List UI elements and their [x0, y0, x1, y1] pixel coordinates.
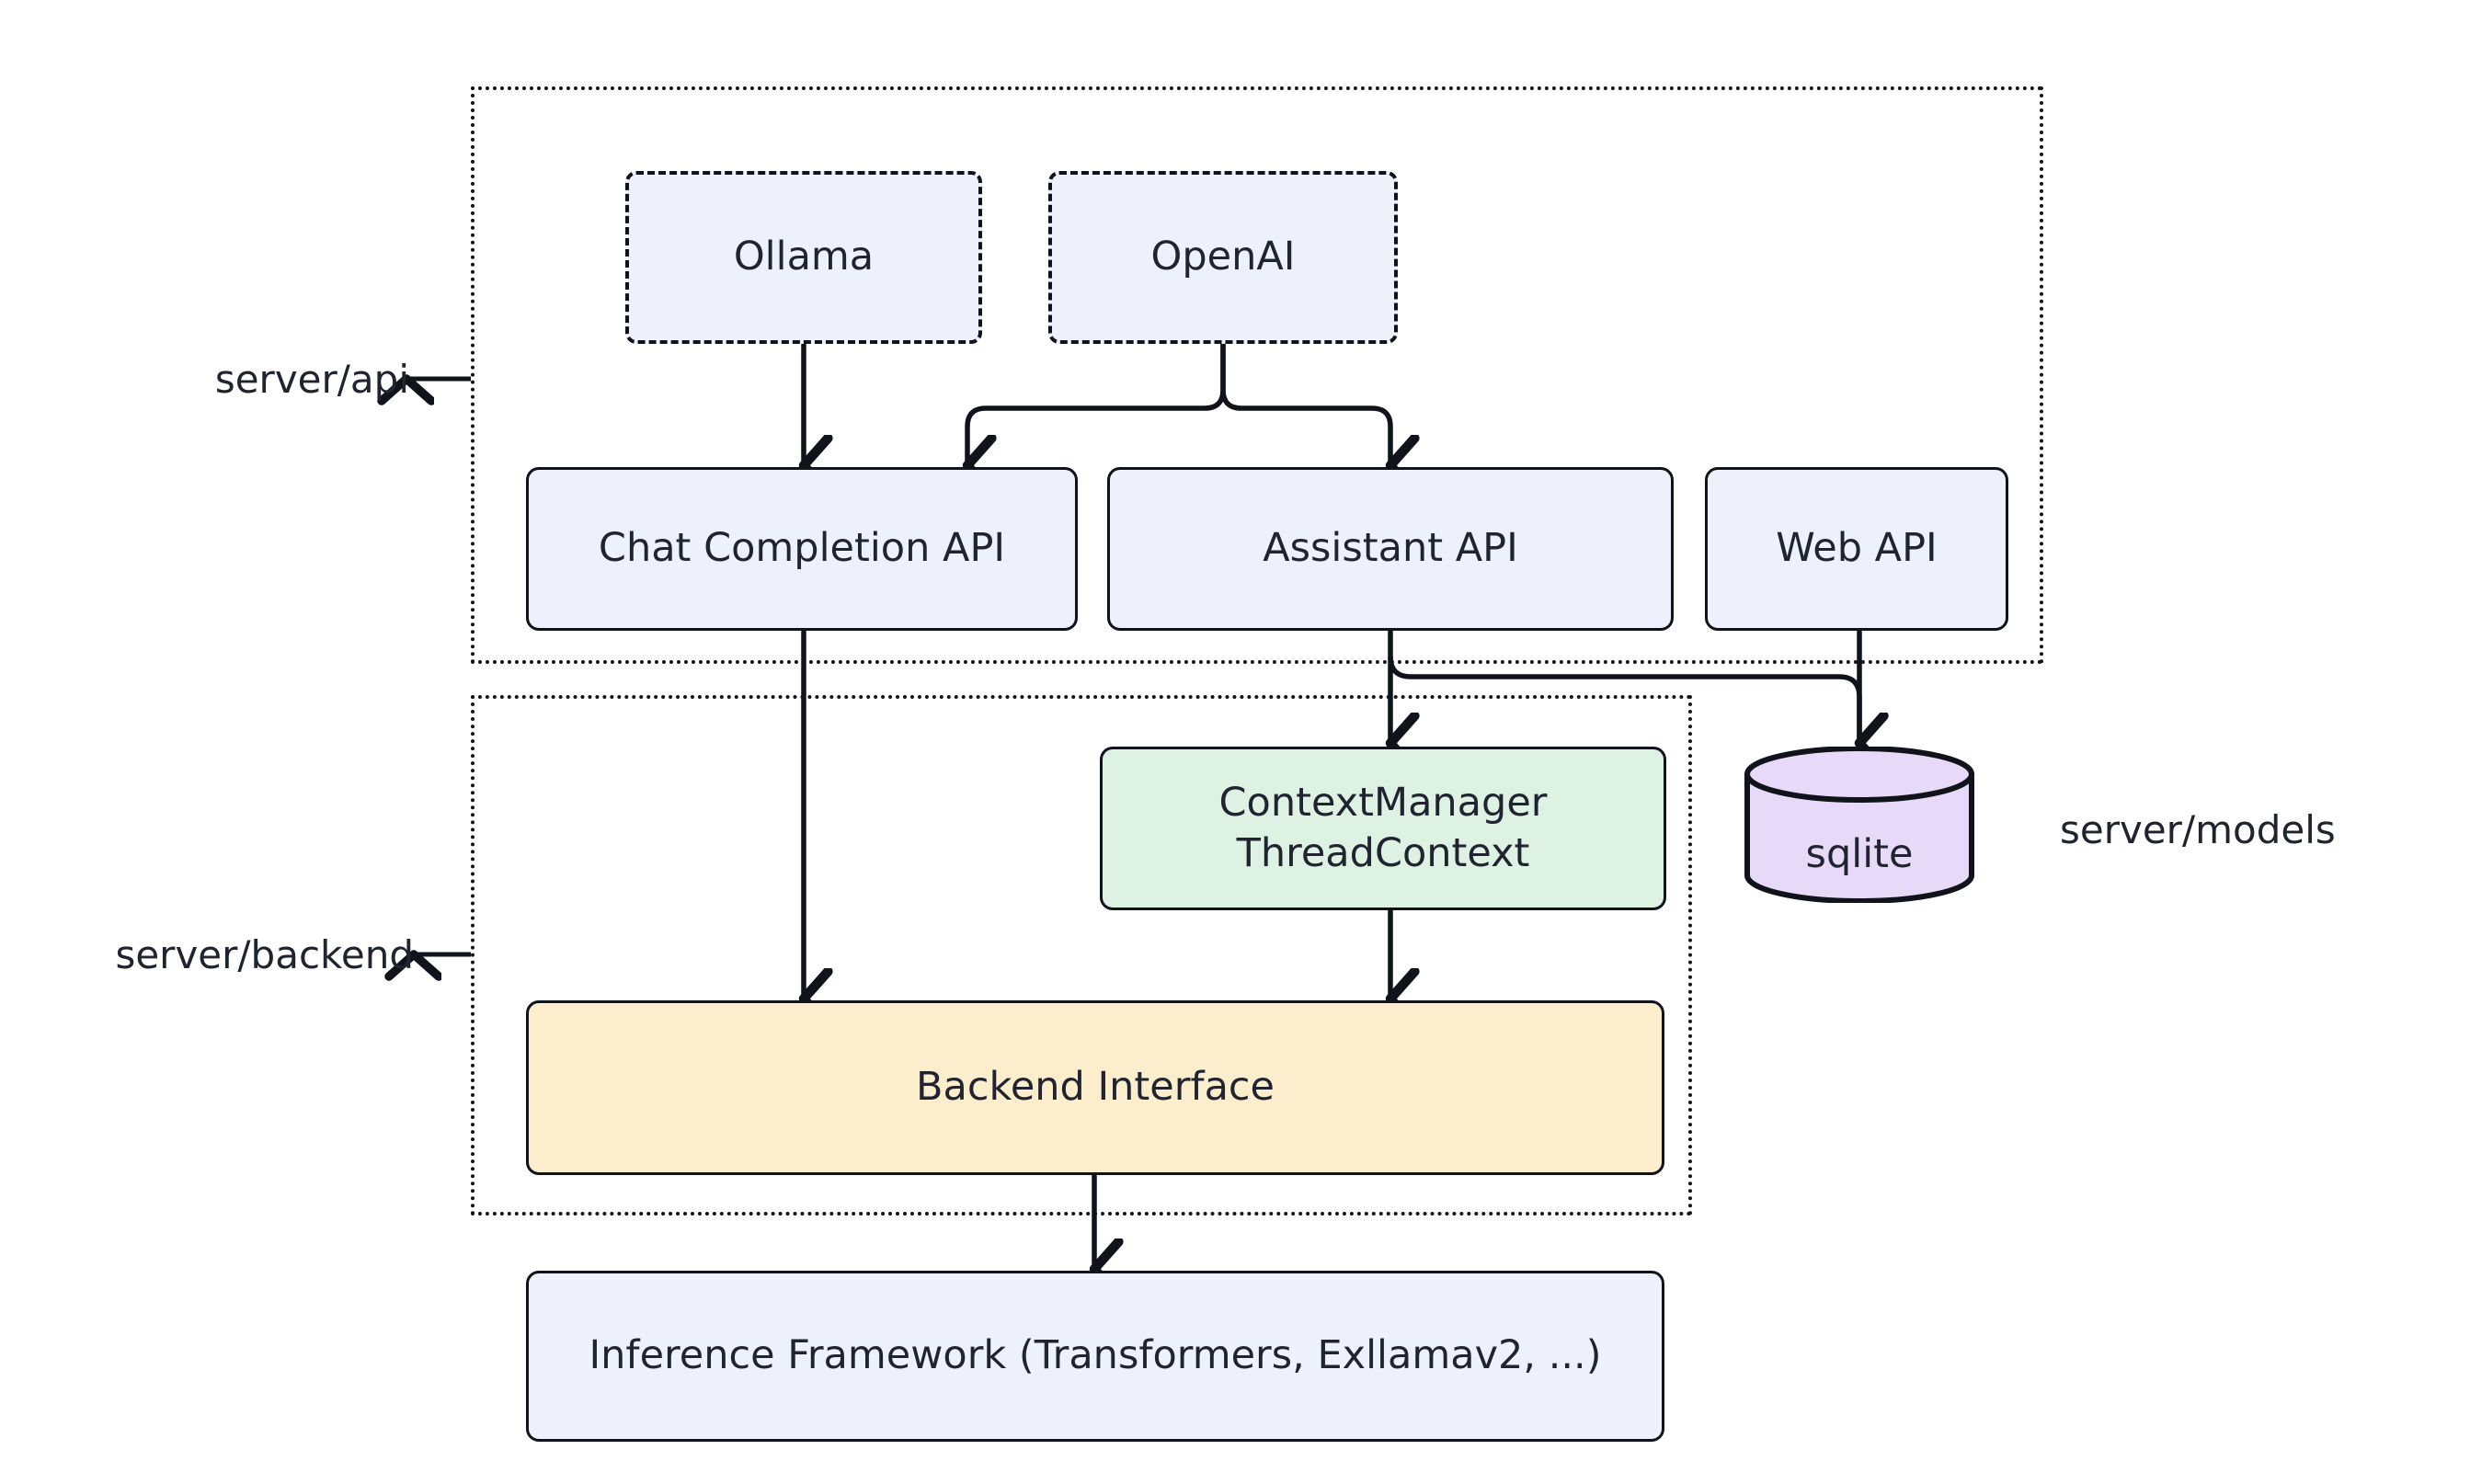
group-server-api [471, 86, 2043, 664]
node-web-api-label: Web API [1776, 525, 1938, 572]
node-sqlite[interactable]: sqlite [1744, 746, 1975, 904]
node-context-manager[interactable]: ContextManager ThreadContext [1100, 747, 1666, 910]
group-server-backend [471, 695, 1692, 1216]
node-assistant-api-label: Assistant API [1263, 525, 1518, 572]
node-ollama[interactable]: Ollama [625, 171, 982, 344]
node-openai-label: OpenAI [1150, 234, 1296, 280]
node-inference-framework-label: Inference Framework (Transformers, Exlla… [589, 1332, 1602, 1379]
node-backend-interface[interactable]: Backend Interface [526, 1000, 1664, 1175]
label-server-models-text: server/models [2060, 806, 2336, 852]
database-icon [1744, 746, 1974, 904]
node-web-api[interactable]: Web API [1705, 467, 2008, 631]
label-server-backend: server/backend [83, 925, 414, 984]
node-backend-interface-label: Backend Interface [915, 1064, 1275, 1111]
node-openai[interactable]: OpenAI [1048, 171, 1398, 344]
node-assistant-api[interactable]: Assistant API [1107, 467, 1674, 631]
label-server-models: server/models [2060, 800, 2428, 859]
node-chat-completion-api[interactable]: Chat Completion API [526, 467, 1078, 631]
label-server-api-text: server/api [214, 356, 409, 402]
label-server-backend-text: server/backend [115, 931, 414, 977]
node-ollama-label: Ollama [733, 234, 875, 280]
label-server-api: server/api [189, 349, 409, 408]
node-chat-completion-api-label: Chat Completion API [598, 525, 1006, 572]
node-context-manager-line-1: ContextManager [1218, 779, 1548, 826]
node-inference-framework[interactable]: Inference Framework (Transformers, Exlla… [526, 1271, 1664, 1442]
node-context-manager-line-2: ThreadContext [1236, 830, 1530, 876]
